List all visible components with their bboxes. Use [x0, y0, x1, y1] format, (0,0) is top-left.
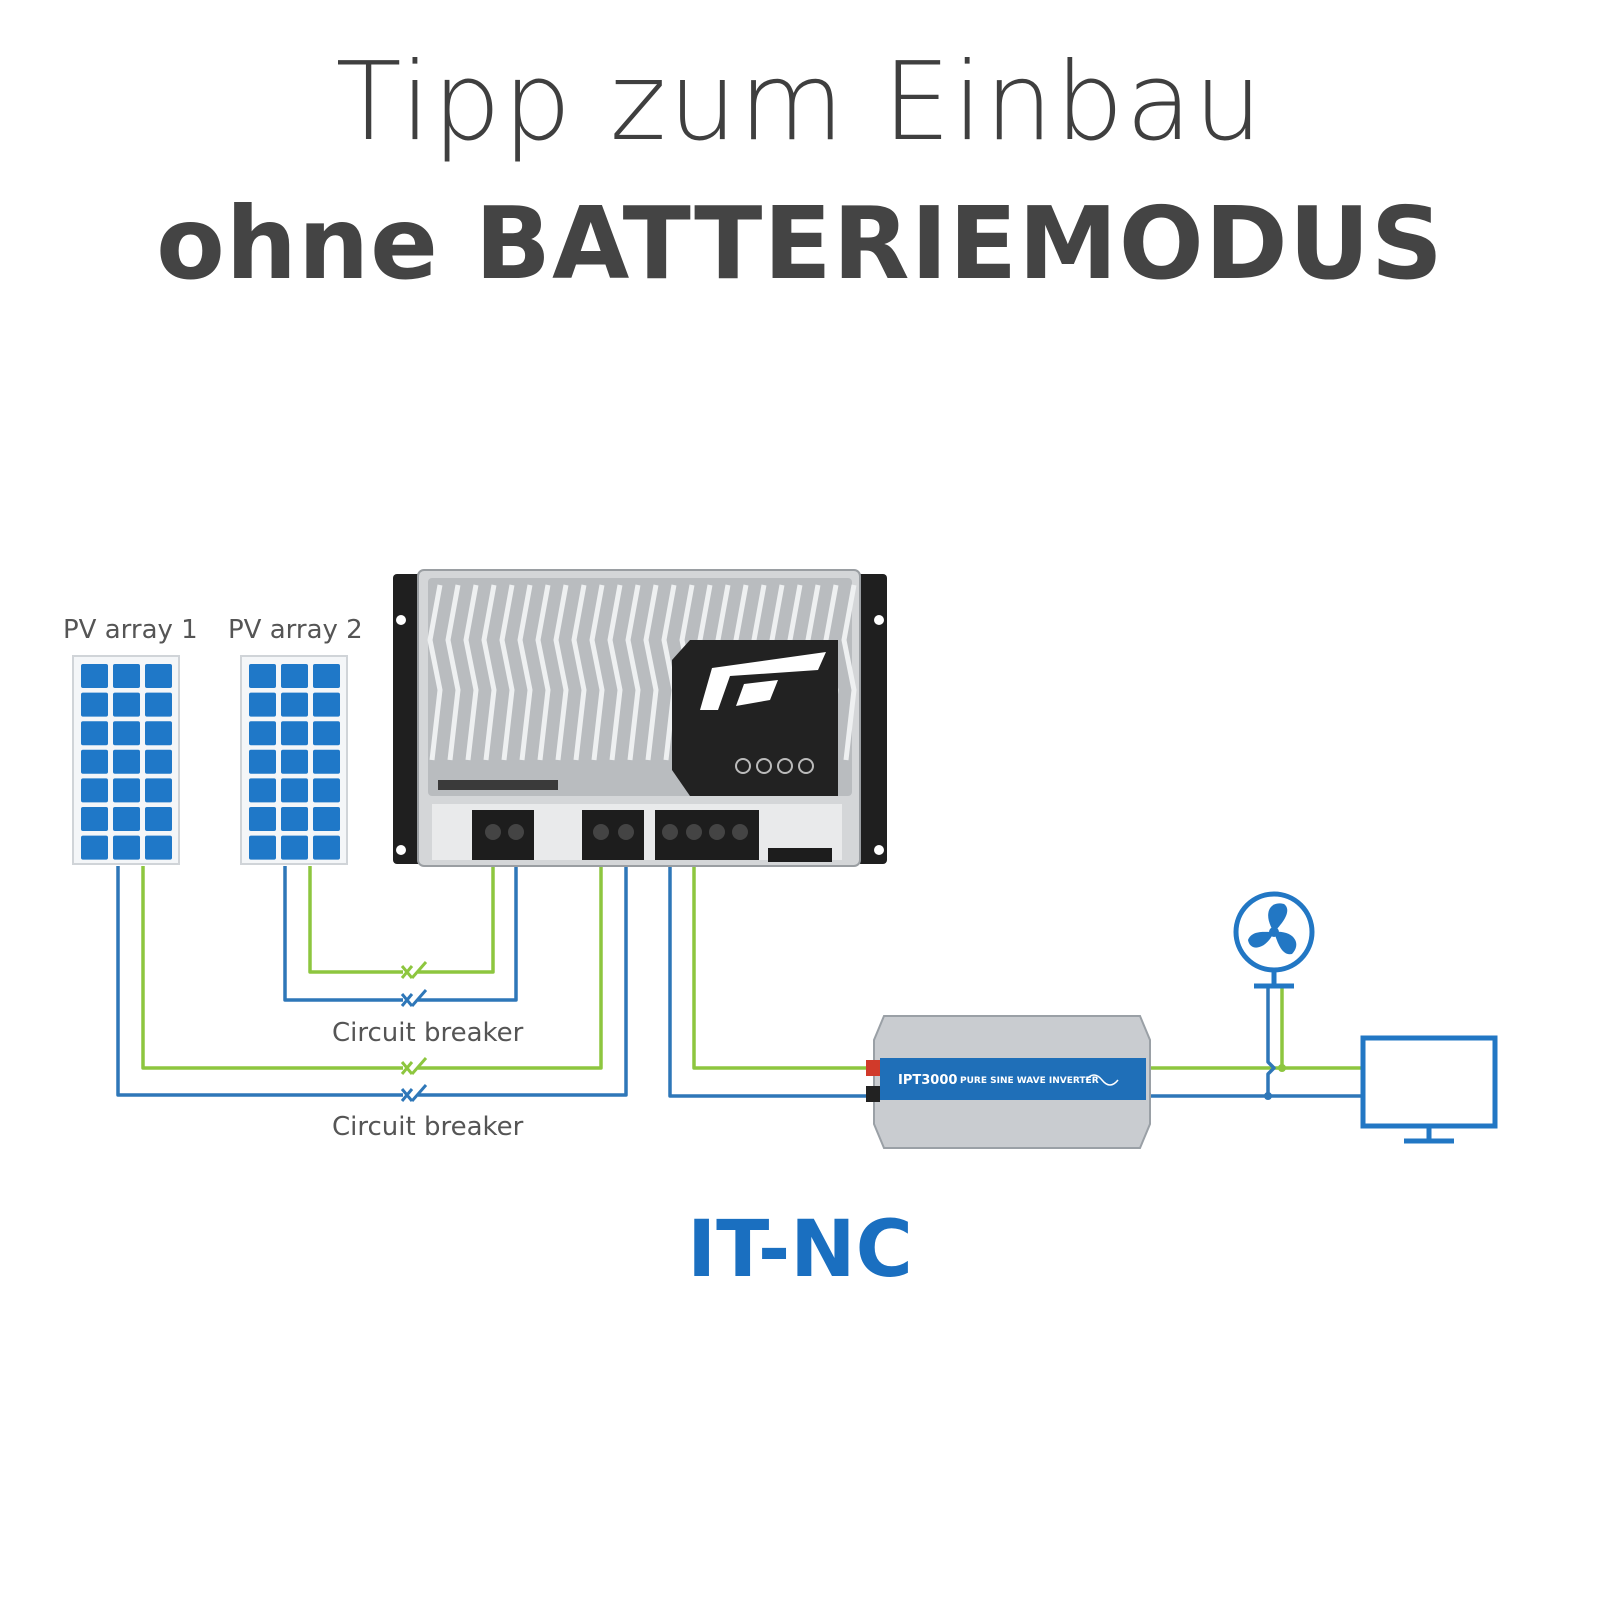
- heatsink-fin: [535, 584, 551, 761]
- heatsink-fin: [841, 584, 857, 761]
- inverter-model: IPT3000: [898, 1073, 957, 1088]
- solar-cell: [145, 778, 172, 803]
- solar-cell: [113, 664, 140, 688]
- solar-cell: [81, 807, 108, 831]
- controller-icon: [393, 569, 887, 867]
- heatsink-fin: [607, 584, 623, 761]
- pv-array-1-label: PV array 1: [63, 615, 198, 645]
- solar-cell: [81, 692, 108, 717]
- breaker-icon: [400, 961, 428, 1102]
- pv2-positive-wire-out: [418, 838, 495, 974]
- solar-cell: [81, 749, 108, 774]
- solar-cell: [313, 778, 340, 803]
- pv-array-2-label: PV array 2: [228, 615, 363, 645]
- pv1-positive-wire-out: [418, 838, 603, 1070]
- solar-cell: [281, 721, 308, 746]
- solar-cell: [145, 807, 172, 831]
- solar-cell: [249, 721, 276, 746]
- pv1-negative-wire-out: [418, 838, 628, 1097]
- solar-cell: [81, 835, 108, 860]
- solar-cell: [249, 807, 276, 831]
- solar-cell: [313, 664, 340, 688]
- solar-cell: [313, 721, 340, 746]
- fan-wire-blue: [1266, 985, 1276, 1096]
- breaker-1-label: Circuit breaker: [332, 1018, 524, 1048]
- solar-cell: [281, 835, 308, 860]
- inverter-icon: IPT3000 PURE SINE WAVE INVERTER: [866, 1015, 1151, 1149]
- solar-cell: [249, 692, 276, 717]
- solar-cell: [313, 692, 340, 717]
- solar-cell: [281, 778, 308, 803]
- solar-cell: [249, 749, 276, 774]
- solar-cell: [113, 692, 140, 717]
- load-positive-wire: [692, 838, 868, 1070]
- solar-cell: [145, 721, 172, 746]
- inverter-caption: PURE SINE WAVE INVERTER: [960, 1076, 1099, 1086]
- pv2-negative-wire: [283, 866, 403, 1002]
- pv1-positive-wire: [141, 866, 403, 1070]
- monitor-icon: [1360, 1035, 1498, 1144]
- heatsink-fin: [643, 584, 659, 761]
- solar-cell: [113, 778, 140, 803]
- wires: [116, 838, 1363, 1098]
- solar-cell: [81, 664, 108, 688]
- solar-cell: [145, 835, 172, 860]
- heatsink-fin: [463, 584, 479, 761]
- heatsink-fin: [589, 584, 605, 761]
- solar-cell: [249, 664, 276, 688]
- pv1-negative-wire: [116, 866, 403, 1097]
- heatsink-fin: [553, 584, 569, 761]
- solar-cell: [313, 807, 340, 831]
- heatsink-fin: [427, 584, 443, 761]
- load-negative-wire: [668, 838, 868, 1098]
- heatsink-fin: [517, 584, 533, 761]
- heatsink-fin: [445, 584, 461, 761]
- solar-cell: [281, 807, 308, 831]
- solar-cell: [313, 749, 340, 774]
- fan-icon: [1233, 891, 1315, 989]
- pv2-negative-wire-out: [418, 838, 518, 1002]
- heatsink-fin: [481, 584, 497, 761]
- solar-cell: [145, 664, 172, 688]
- solar-cell: [145, 692, 172, 717]
- solar-cell: [281, 692, 308, 717]
- solar-cell: [249, 778, 276, 803]
- title-line-1: Tipp zum Einbau: [335, 40, 1265, 165]
- breaker-2-label: Circuit breaker: [332, 1112, 524, 1142]
- solar-cell: [81, 721, 108, 746]
- mode-label: IT-NC: [687, 1205, 913, 1295]
- solar-cell: [145, 749, 172, 774]
- heatsink-fin: [625, 584, 641, 761]
- solar-cell: [113, 721, 140, 746]
- solar-cell: [113, 835, 140, 860]
- pv2-positive-wire: [308, 866, 403, 974]
- heatsink-fin: [571, 584, 587, 761]
- solar-panel-icon: [72, 655, 348, 865]
- solar-cell: [113, 749, 140, 774]
- title-line-2: ohne BATTERIEMODUS: [156, 185, 1444, 302]
- solar-cell: [281, 664, 308, 688]
- heatsink-fin: [661, 584, 677, 761]
- solar-cell: [249, 835, 276, 860]
- solar-cell: [81, 778, 108, 803]
- heatsink-fin: [499, 584, 515, 761]
- solar-cell: [113, 807, 140, 831]
- solar-cell: [313, 835, 340, 860]
- solar-cell: [281, 749, 308, 774]
